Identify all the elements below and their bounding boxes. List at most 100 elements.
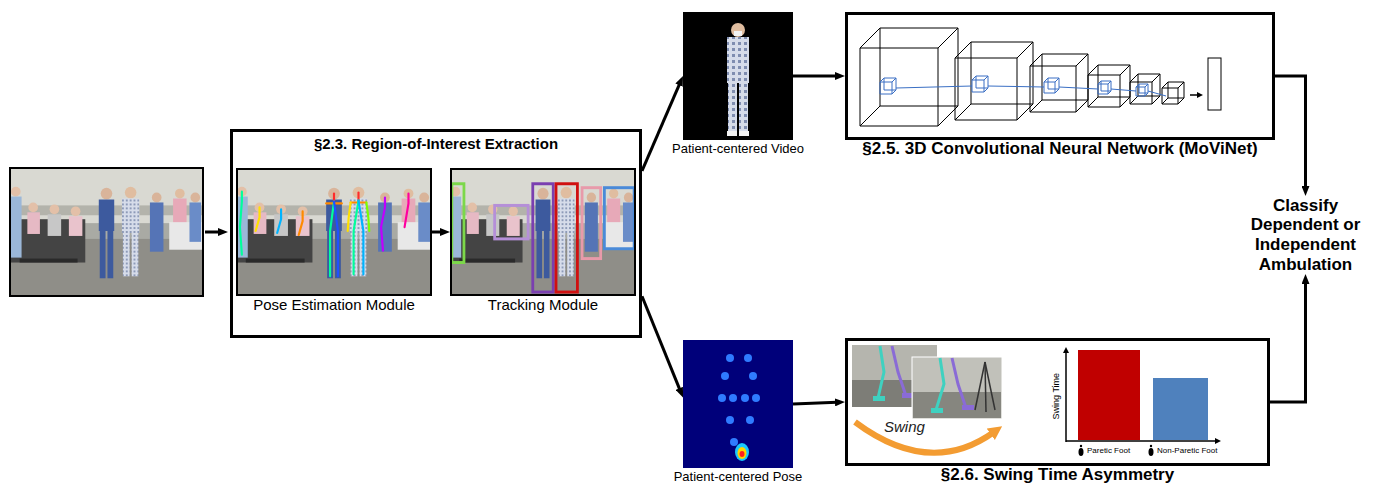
circle-shape (730, 438, 738, 446)
line-shape (1190, 94, 1198, 96)
rect-shape (452, 184, 464, 263)
circle-shape (1080, 445, 1082, 447)
category-label: Paretic Foot (1087, 446, 1130, 455)
rect-shape (739, 131, 749, 136)
image-panel: Pose Estimation Module (236, 168, 432, 296)
image-panel: Tracking Module (450, 168, 636, 296)
panel-heading: §2.3. Region-of-Interest Extraction (233, 132, 639, 152)
image-panel: Patient-centered Pose (683, 340, 793, 468)
rect-shape (931, 408, 943, 413)
use-shape (450, 168, 636, 296)
rect-shape (683, 12, 793, 140)
path-shape (955, 42, 1033, 120)
rect-shape (913, 392, 1001, 418)
region-panel: §2.3. Region-of-Interest ExtractionPose … (230, 129, 642, 338)
line-shape (1065, 352, 1067, 442)
image-panel: Patient-centered Video (683, 12, 793, 140)
patient-pose-heatmap (683, 340, 793, 468)
polyline-shape (299, 211, 303, 235)
ellipse-shape (1149, 448, 1154, 456)
polyline-shape (381, 198, 385, 251)
path-shape (1044, 78, 1059, 93)
path-shape (896, 86, 1166, 96)
polyline-shape (330, 201, 334, 276)
polyline-shape (256, 207, 260, 231)
polyline-shape (405, 194, 409, 227)
circle-shape (741, 394, 749, 402)
flow-arrow (432, 231, 442, 234)
rect-shape (728, 83, 737, 131)
node-caption: §2.6. Swing Time Asymmetry (941, 465, 1174, 485)
flow-arrow (1270, 282, 1306, 402)
circle-shape (718, 394, 726, 402)
ellipse-shape (735, 443, 749, 461)
ellipse-shape (1079, 448, 1084, 456)
path-shape (1088, 65, 1130, 107)
ellipse-shape (738, 447, 747, 459)
rect-shape (10, 168, 203, 296)
circle-shape (726, 416, 734, 424)
rect-shape (873, 396, 885, 401)
rect-shape (962, 405, 974, 410)
rect-shape (1153, 378, 1208, 440)
line-shape (1066, 440, 1216, 442)
use-shape (10, 168, 203, 296)
rect-shape (727, 131, 737, 136)
cnn-cubes (860, 28, 1221, 126)
rect-shape (582, 188, 601, 259)
input-photo (10, 168, 203, 296)
path-shape (1136, 84, 1148, 96)
path-shape (880, 78, 896, 94)
polyline-shape (333, 194, 335, 202)
swing-time-chart (1066, 350, 1216, 456)
g-shape (240, 192, 409, 277)
g-shape (718, 354, 760, 446)
circle-shape (744, 354, 752, 362)
polyline-shape (936, 358, 944, 410)
polyline-shape (277, 209, 281, 233)
rect-shape (912, 357, 1002, 419)
flow-arrow (793, 75, 837, 78)
rect-shape (734, 31, 742, 36)
polyline-shape (952, 358, 966, 408)
output-text: Classify Dependent or Independent Ambula… (1243, 196, 1368, 274)
g-shape (452, 184, 634, 292)
path-shape (1030, 54, 1088, 112)
use-shape (236, 168, 432, 296)
circle-shape (729, 394, 737, 402)
circle-shape (746, 416, 754, 424)
node-caption: Tracking Module (488, 296, 598, 313)
rect-shape (1078, 350, 1140, 440)
polyline-shape (359, 200, 364, 274)
rect-shape (727, 37, 749, 83)
rect-shape (533, 184, 553, 292)
rect-shape (556, 184, 577, 292)
g-shape (880, 76, 1166, 96)
flow-arrow (642, 83, 680, 170)
tracking-photo (450, 168, 636, 296)
node-caption: Patient-centered Pose (674, 470, 803, 485)
polyline-shape (878, 346, 884, 398)
pose-photo (236, 168, 432, 296)
circle-shape (752, 394, 760, 402)
ellipse-shape (740, 451, 745, 457)
rect-shape (683, 340, 793, 468)
path-shape (1162, 82, 1184, 104)
line-shape (975, 362, 985, 410)
category-label: Non-Paretic Foot (1157, 446, 1217, 455)
polyline-shape (892, 346, 906, 396)
motion-label: Swing (884, 418, 925, 435)
circle-shape (731, 23, 745, 37)
node-caption: Patient-centered Video (672, 142, 804, 157)
circle-shape (721, 372, 729, 380)
flow-arrow (642, 296, 680, 390)
circle-shape (1150, 445, 1152, 447)
input-arrow (205, 231, 220, 234)
polyline-shape (354, 200, 359, 274)
circle-shape (726, 354, 734, 362)
polyline-shape (366, 202, 369, 231)
swing-illustration (852, 345, 1002, 453)
